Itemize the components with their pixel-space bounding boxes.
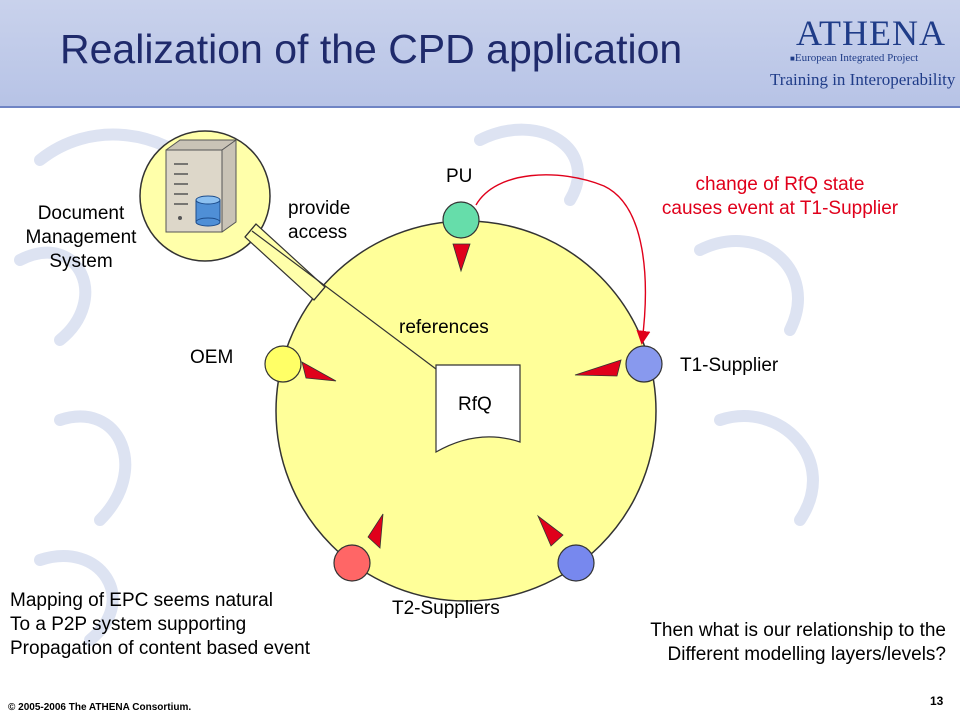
peer-oem: [264, 345, 302, 383]
page-number: 13: [930, 694, 944, 708]
dms-label: Document Management System: [25, 203, 137, 272]
peer-pu: [442, 201, 480, 239]
references-line: [251, 230, 441, 373]
t1-supplier-label: T1-Supplier: [680, 355, 779, 376]
t2-suppliers-label: T2-Suppliers: [392, 598, 500, 619]
pointer-t1: [574, 359, 622, 377]
event-arrow: [475, 174, 651, 345]
event-note: change of RfQ state causes event at T1-S…: [661, 174, 899, 219]
database-icon: [195, 195, 221, 227]
pointer-pu: [452, 243, 471, 273]
pu-label: PU: [446, 166, 473, 187]
peer-t1-supplier: [625, 345, 663, 383]
peer-t2-supplier-right: [557, 544, 595, 582]
references-label: references: [399, 317, 489, 338]
mapping-note: Mapping of EPC seems natural To a P2P sy…: [10, 590, 311, 659]
provide-access-pipe: [244, 223, 326, 301]
header-rule: [0, 106, 960, 108]
rfq-label: RfQ: [458, 394, 492, 415]
athena-logo-tagline: Training in Interoperability: [770, 70, 956, 89]
rfq-document: [435, 364, 521, 454]
pointer-oem: [301, 361, 337, 382]
relationship-question: Then what is our relationship to the Dif…: [650, 620, 946, 665]
copyright: © 2005-2006 The ATHENA Consortium.: [8, 702, 192, 713]
page-title: Realization of the CPD application: [60, 26, 683, 72]
pointer-t2-right: [537, 514, 564, 547]
peer-t2-supplier-left: [333, 544, 371, 582]
oem-label: OEM: [190, 347, 234, 368]
provide-access-label: provide access: [288, 198, 351, 243]
pointer-t2-left: [367, 513, 384, 549]
athena-logo-subtitle: European Integrated Project: [790, 52, 918, 64]
athena-logo: ATHENA: [796, 13, 946, 53]
